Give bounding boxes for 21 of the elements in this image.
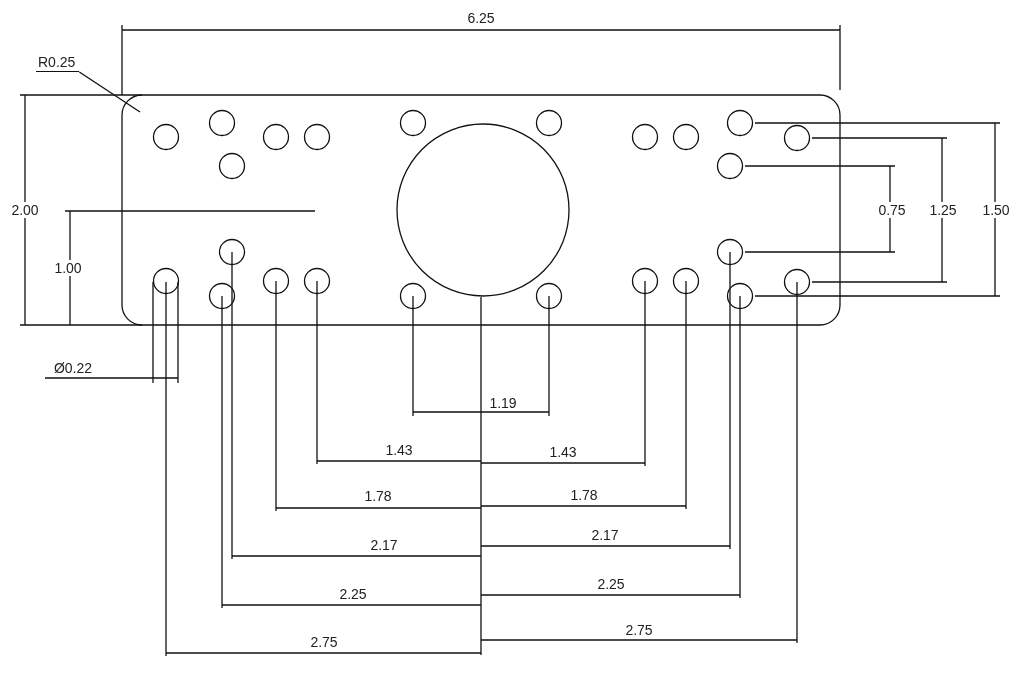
dimension-label: 2.25 xyxy=(595,576,627,592)
dimension-label: 2.17 xyxy=(368,537,400,553)
dimension-label: 1.50 xyxy=(980,202,1012,218)
dimension-label: 1.00 xyxy=(52,260,84,276)
dimension-label: 2.75 xyxy=(308,634,340,650)
dimension-label: 2.75 xyxy=(623,622,655,638)
dimension-label: 1.78 xyxy=(362,488,394,504)
dimension-label: 2.17 xyxy=(589,527,621,543)
dimension-label: 2.25 xyxy=(337,586,369,602)
dimension-label: 1.43 xyxy=(383,442,415,458)
dimension-label: Ø0.22 xyxy=(51,360,95,376)
mounting-plate-drawing xyxy=(121,94,841,326)
dimension-label: 1.25 xyxy=(927,202,959,218)
dimension-label: 0.75 xyxy=(876,202,908,218)
callout-label: R0.25 xyxy=(36,54,80,72)
dimension-label: 6.25 xyxy=(465,10,497,26)
dimension-label: 2.00 xyxy=(9,202,41,218)
dimension-label: 1.78 xyxy=(568,487,600,503)
dimension-label: 1.19 xyxy=(487,395,519,411)
dimension-label: 1.43 xyxy=(547,444,579,460)
leader-line xyxy=(78,71,141,113)
